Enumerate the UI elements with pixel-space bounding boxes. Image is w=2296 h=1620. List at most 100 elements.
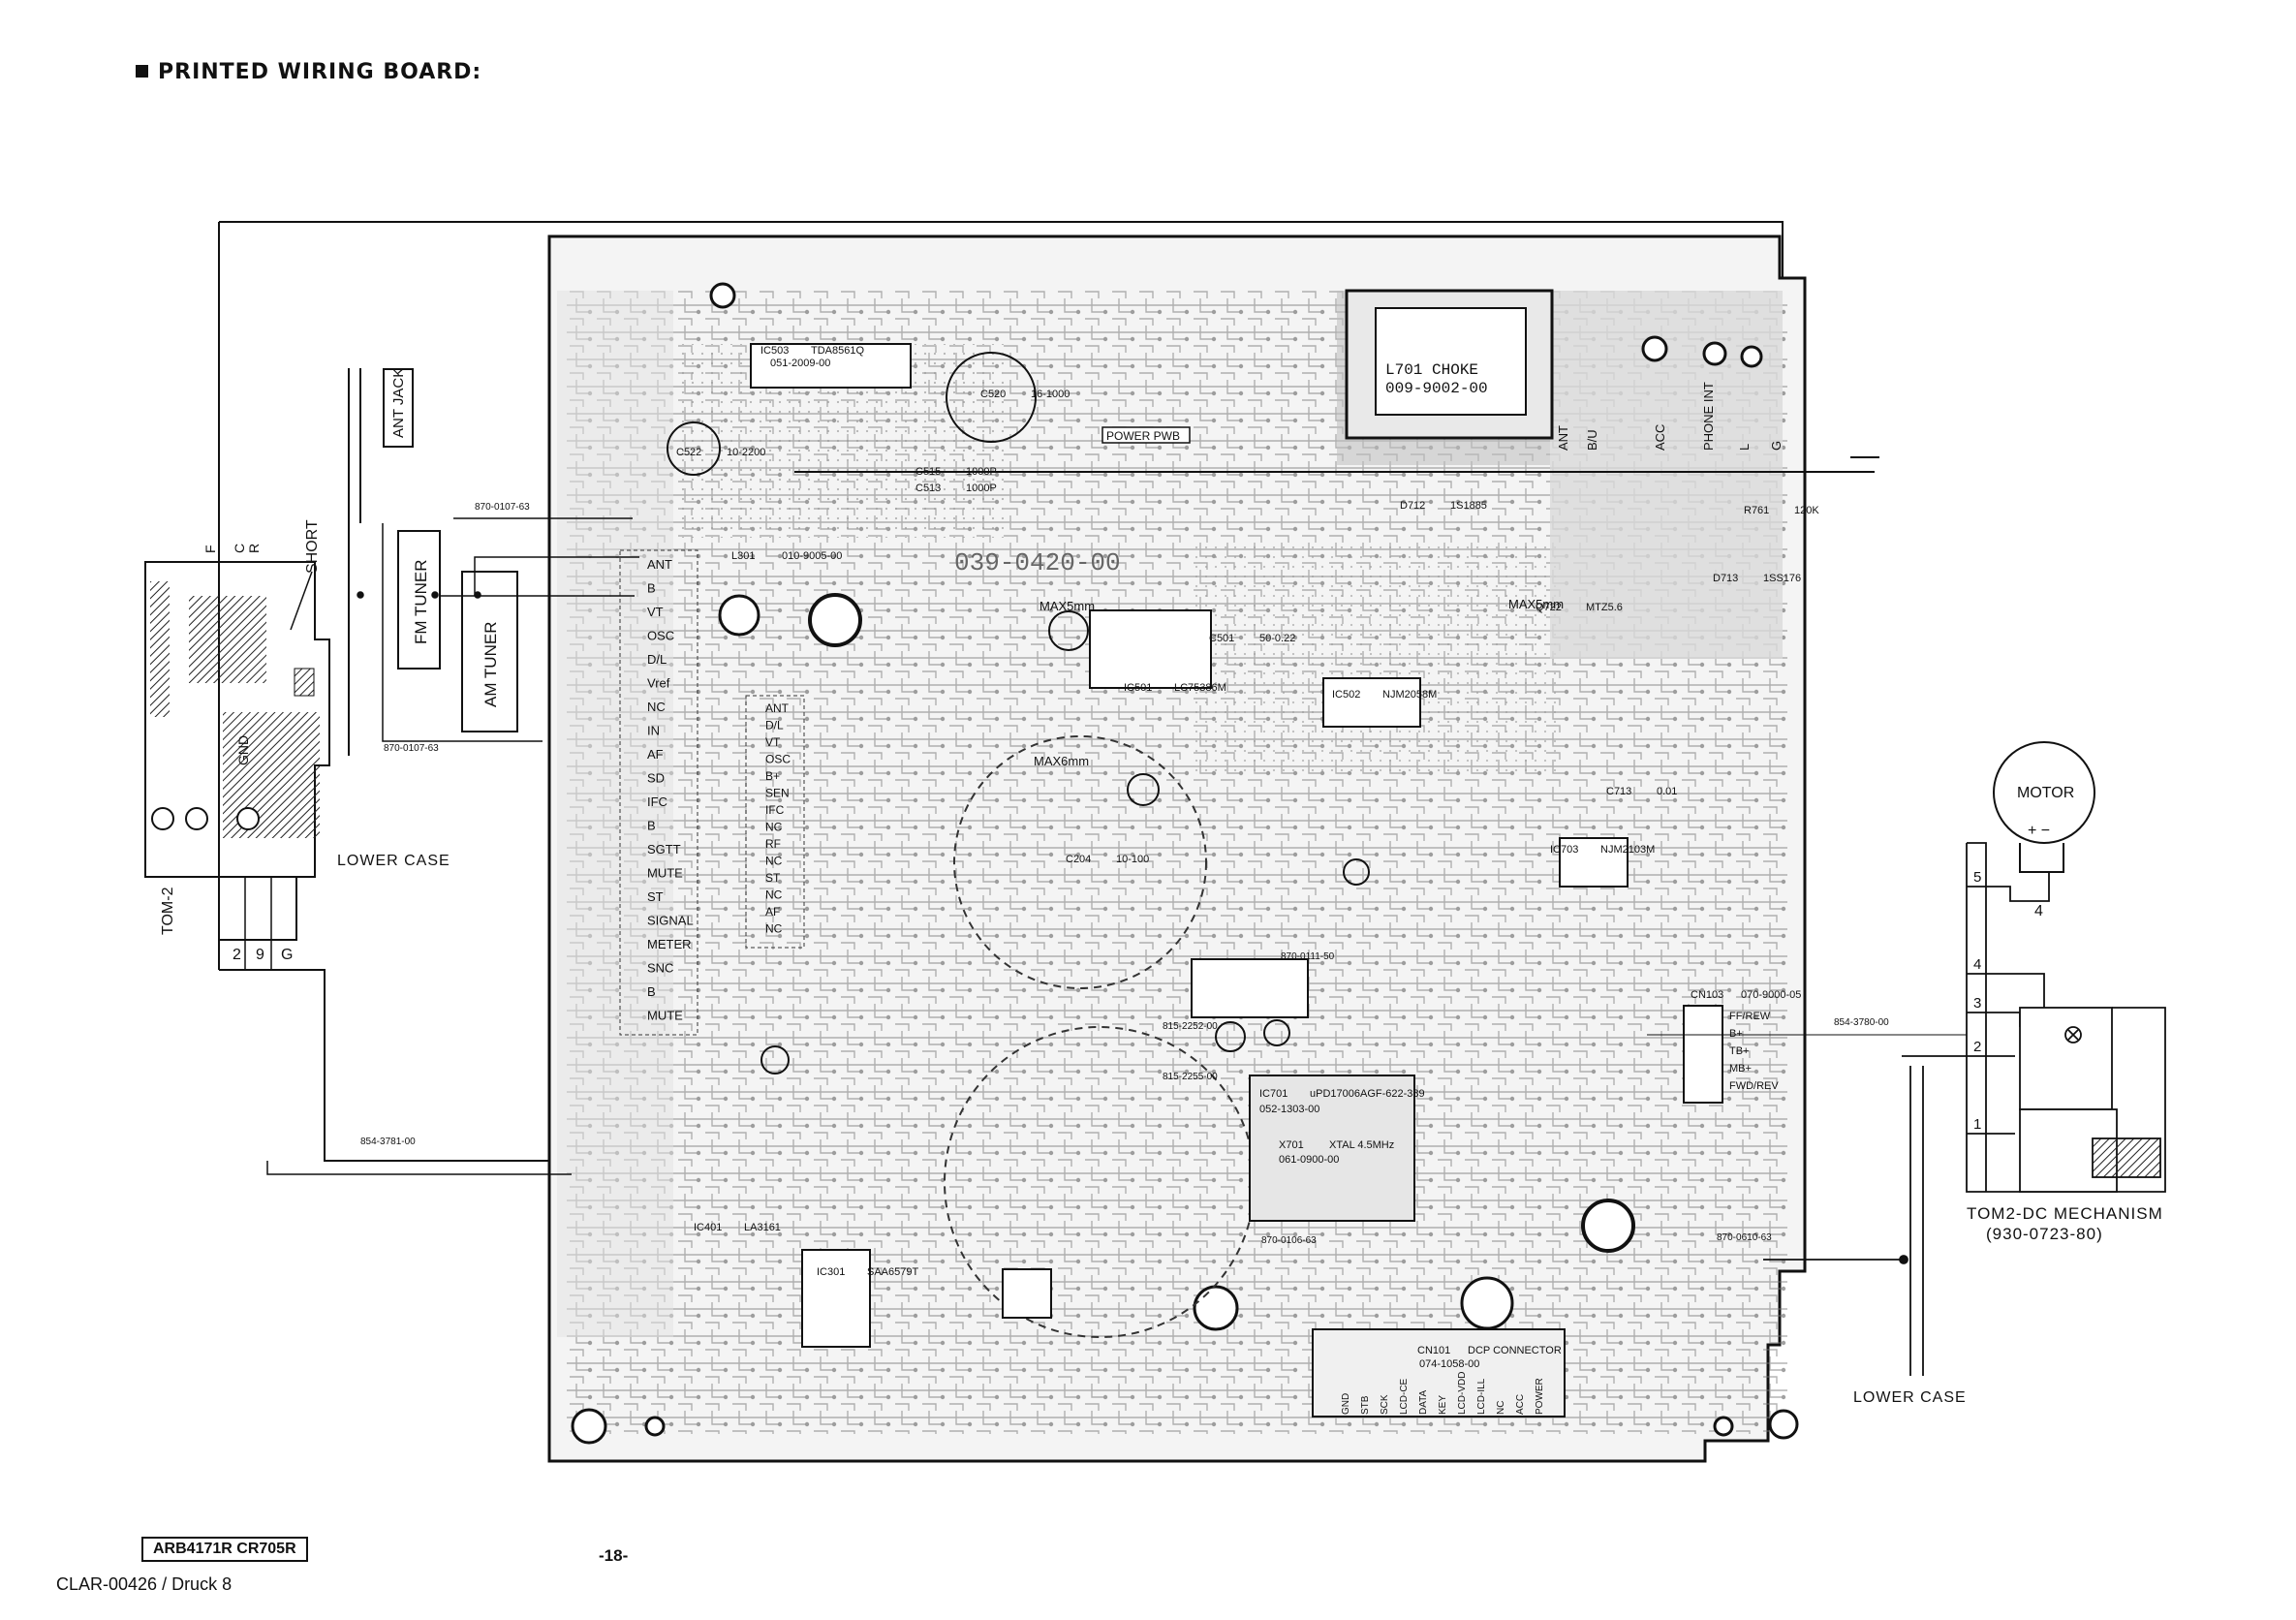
component-part: 070-9000-05 (1741, 989, 1801, 1001)
fm-tuner-pin: METER (647, 937, 692, 951)
lower-case-left: LOWER CASE (337, 853, 450, 869)
dcp-pin: NC (1496, 1401, 1506, 1415)
max6-label: MAX6mm (1034, 754, 1089, 768)
component-ref: C515 (915, 466, 941, 478)
component-part: 50-0.22 (1259, 633, 1295, 644)
output-pin-label: G (1769, 441, 1784, 451)
output-pin-label: B/U (1585, 429, 1599, 451)
bullet-icon (136, 65, 148, 78)
power-pwb-label: POWER PWB (1106, 429, 1180, 443)
wire-part-label: 815-2255-00 (1163, 1072, 1218, 1082)
component-ref: CN103 (1691, 989, 1723, 1001)
motor: MOTOR + − 4 (1993, 741, 2095, 919)
component-ref: L301 (731, 550, 755, 562)
fm-tuner-pin: OSC (647, 629, 674, 643)
am-tuner-pin: ST (765, 871, 781, 885)
component-part: 061-0900-00 (1279, 1154, 1339, 1166)
output-pin-label: L (1737, 444, 1752, 451)
component-part: uPD17006AGF-622-389 (1310, 1088, 1425, 1100)
mechanism-ladder (1647, 842, 2166, 1193)
am-tuner-pin: D/L (765, 719, 784, 732)
component-part: 074-1058-00 (1419, 1358, 1479, 1370)
am-tuner-pin: AF (765, 905, 780, 919)
output-pin-label: ACC (1653, 424, 1667, 451)
fm-tuner-pin: B (647, 819, 656, 833)
fm-tuner-pin: SIGNAL (647, 914, 694, 928)
component-ref: IC503 (760, 345, 789, 357)
component-part: TDA8561Q (811, 345, 864, 357)
dcp-pin: LCD-CE (1399, 1378, 1410, 1415)
component-ref: C204 (1066, 854, 1091, 865)
component-ref: IC401 (694, 1222, 722, 1233)
output-pin-label: ANT (1556, 425, 1570, 451)
am-tuner-pin: VT (765, 735, 781, 749)
fm-tuner-pins: ANTBVTOSCD/LVrefNCINAFSDIFCBSGTTMUTESTSI… (619, 549, 698, 1036)
am-tuner-pin: B+ (765, 769, 780, 783)
dcp-pin: ACC (1515, 1394, 1526, 1415)
fm-tuner-pin: NC (647, 700, 666, 714)
pin-f: F (202, 545, 218, 553)
wire-labels: 870-0107-63870-0107-63854-3781-00854-378… (360, 502, 1889, 1246)
right-leader (1763, 1066, 1924, 1376)
component-part: DCP CONNECTOR (1468, 1345, 1562, 1356)
fm-tuner-pin: IN (647, 724, 660, 738)
component-part: MTZ5.6 (1586, 602, 1623, 613)
choke-l701: L701 CHOKE 009-9002-00 (1345, 289, 1554, 440)
motor-polarity: + − (2028, 823, 2050, 839)
wire-part-label: 854-3780-00 (1834, 1017, 1889, 1028)
fm-tuner-pin: ST (647, 889, 664, 904)
am-tuner-pin: IFC (765, 803, 785, 817)
dcp-pin: POWER (1535, 1378, 1545, 1415)
pcb-number: 039-0420-00 (954, 548, 1121, 577)
dcp-pin: STB (1360, 1395, 1371, 1415)
am-tuner-label: AM TUNER (481, 622, 500, 707)
dcp-pin: SCK (1380, 1394, 1390, 1415)
am-tuner-pin: RF (765, 837, 781, 851)
mech-pin: TB+ (1729, 1045, 1749, 1057)
mech-pin: FWD/REV (1729, 1080, 1779, 1092)
wire-part-label: 870-0107-63 (384, 743, 439, 754)
component-part: LC75386M (1174, 682, 1226, 694)
lower-case-right: LOWER CASE (1853, 1389, 1967, 1406)
component-part: 052-1303-00 (1259, 1104, 1319, 1115)
dcp-pin: GND (1341, 1393, 1351, 1415)
component-part: 10-100 (1116, 854, 1149, 865)
fm-tuner-pin: ANT (647, 557, 672, 572)
ladder-4: 4 (1973, 956, 1981, 973)
wire-part-label: 870-0106-63 (1261, 1235, 1317, 1246)
short-label: SHORT (304, 519, 321, 574)
ant-jack: ANT JACK (348, 368, 414, 756)
motor-pin-4: 4 (2034, 903, 2043, 919)
component-ref: IC701 (1259, 1088, 1288, 1100)
component-part: 16-1000 (1031, 389, 1070, 400)
document-id: CLAR-00426 / Druck 8 (56, 1574, 233, 1594)
component-ref: C520 (980, 389, 1006, 400)
page-title-text: PRINTED WIRING BOARD: (158, 60, 482, 84)
component-part: XTAL 4.5MHz (1329, 1139, 1394, 1151)
wire-part-label: 854-3781-00 (360, 1137, 416, 1147)
dcp-pin: KEY (1438, 1395, 1448, 1415)
component-part: 1S1885 (1450, 500, 1487, 512)
am-tuner-pin: NC (765, 821, 783, 834)
component-ref: C713 (1606, 786, 1631, 797)
mech-part: (930-0723-80) (1986, 1225, 2103, 1243)
pin-2: 2 (233, 947, 241, 963)
component-part: 010-9005-00 (782, 550, 842, 562)
choke-ref: L701 CHOKE (1385, 361, 1478, 379)
fm-tuner-pin: MUTE (647, 1009, 683, 1023)
page-number: -18- (599, 1546, 629, 1565)
pin-9: 9 (256, 947, 264, 963)
component-ref: C501 (1209, 633, 1234, 644)
component-ref: R761 (1744, 505, 1769, 516)
dcp-pin: LCD-VDD (1457, 1372, 1468, 1415)
component-ref: C513 (915, 483, 941, 494)
pcb-board (547, 234, 1879, 1463)
pin-c: C (232, 544, 247, 553)
tom2-switch: TOM-2 SHORT F C R GND 2 9 G (144, 519, 330, 969)
